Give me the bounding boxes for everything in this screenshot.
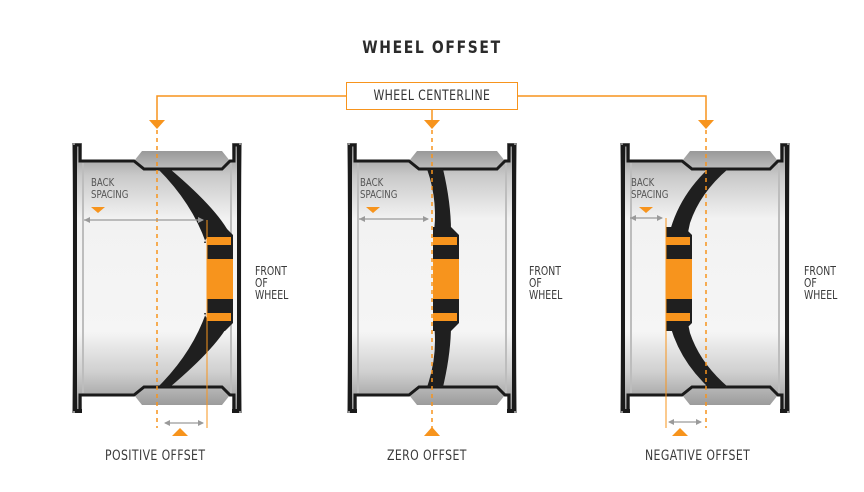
positive-offset-markers xyxy=(84,130,208,436)
zero-offset-wheel xyxy=(345,141,519,415)
back-spacing-line-1: BACK xyxy=(91,176,115,189)
front-line-1: FRONT xyxy=(529,264,561,278)
back-spacing-line-2: SPACING xyxy=(631,188,669,201)
positive-offset-wheel xyxy=(70,141,244,415)
negative-offset-caption: NEGATIVE OFFSET xyxy=(645,448,751,464)
back-spacing-line-1: BACK xyxy=(360,176,384,189)
positive-offset-caption: POSITIVE OFFSET xyxy=(105,448,206,464)
front-line-2: OF xyxy=(804,276,817,290)
zero-offset-caption: ZERO OFFSET xyxy=(387,448,467,464)
back-spacing-line-2: SPACING xyxy=(91,188,129,201)
zero-offset-markers xyxy=(359,130,440,436)
back-spacing-line-1: BACK xyxy=(631,176,655,189)
front-line-3: WHEEL xyxy=(804,288,838,302)
back-spacing-label: BACK SPACING xyxy=(91,177,128,201)
centerline-connector xyxy=(149,95,714,129)
front-of-wheel-label: FRONT OF WHEEL xyxy=(255,265,288,301)
front-line-2: OF xyxy=(529,276,542,290)
front-line-3: WHEEL xyxy=(255,288,289,302)
front-of-wheel-label: FRONT OF WHEEL xyxy=(804,265,837,301)
negative-offset-wheel xyxy=(618,141,792,415)
front-line-1: FRONT xyxy=(804,264,836,278)
back-spacing-label: BACK SPACING xyxy=(360,177,397,201)
back-spacing-label: BACK SPACING xyxy=(631,177,668,201)
wheel-centerline-label-box: WHEEL CENTERLINE xyxy=(346,82,518,110)
front-line-3: WHEEL xyxy=(529,288,563,302)
negative-offset-markers xyxy=(630,130,707,436)
wheel-centerline-label: WHEEL CENTERLINE xyxy=(373,88,491,104)
diagram-title: WHEEL OFFSET xyxy=(362,38,502,58)
back-spacing-line-2: SPACING xyxy=(360,188,398,201)
front-line-2: OF xyxy=(255,276,268,290)
front-of-wheel-label: FRONT OF WHEEL xyxy=(529,265,562,301)
front-line-1: FRONT xyxy=(255,264,287,278)
